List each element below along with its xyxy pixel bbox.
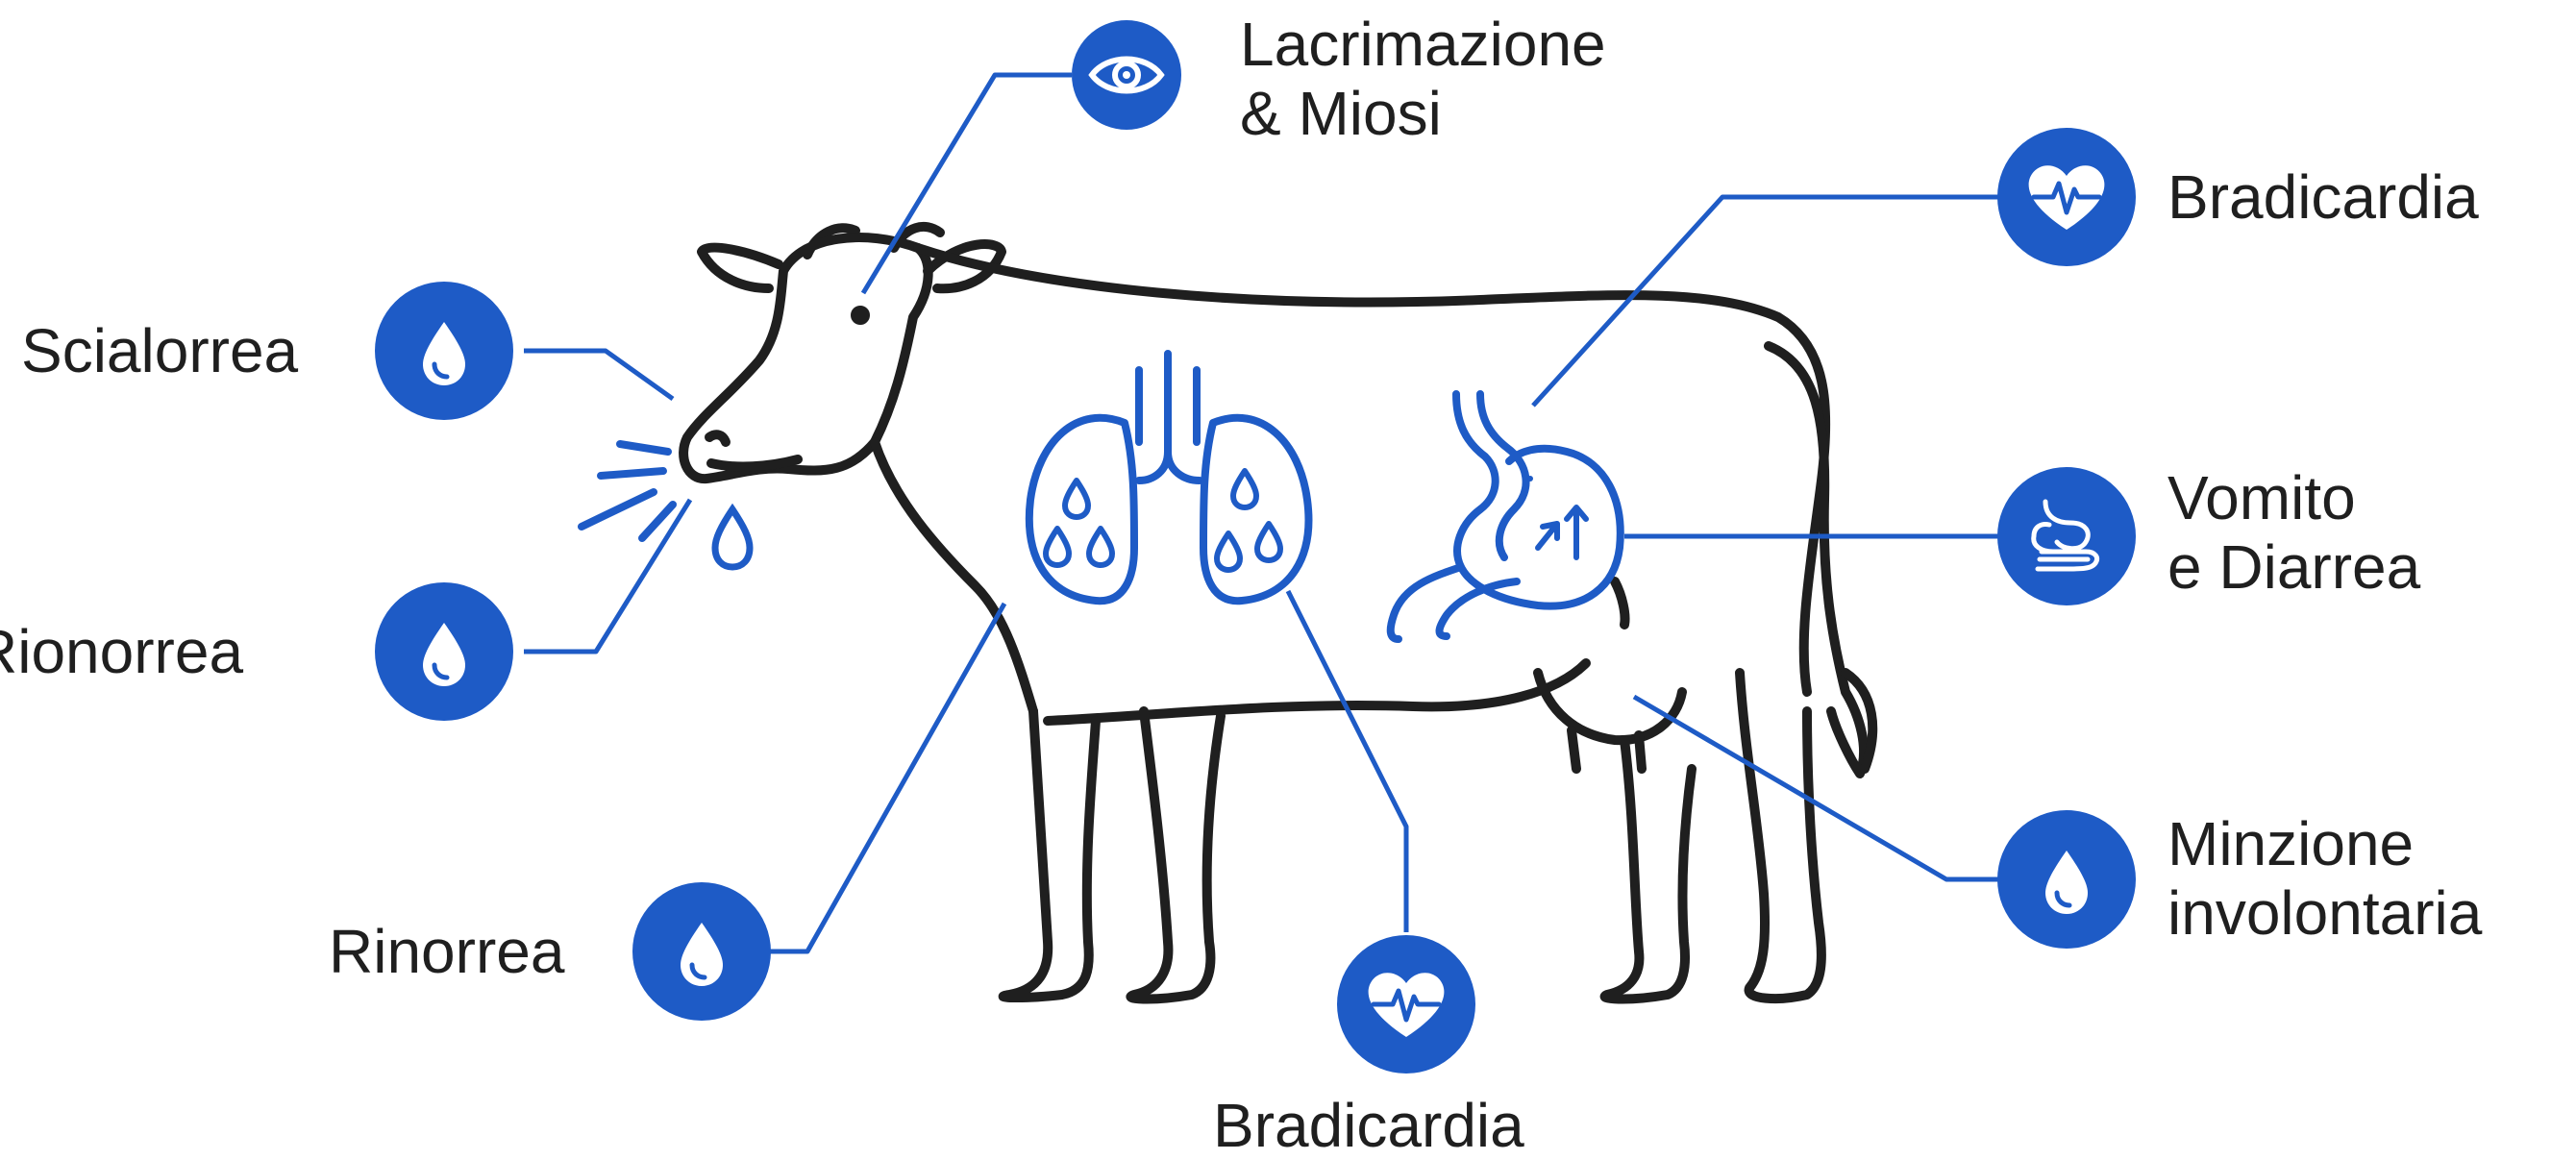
connector-lines [524,75,1999,951]
cow-front-leg-2 [1130,711,1221,1000]
label-line: & Miosi [1240,79,1606,148]
stomach-icon [1391,394,1621,639]
water-drop-icon [1997,810,2136,949]
label-bradicardia-top: Bradicardia [2167,162,2479,232]
cow-nostril [709,434,726,442]
connector-rinorrea [731,604,1004,951]
label-bradicardia-bottom: Bradicardia [1213,1091,1524,1160]
lung-drops [1046,471,1280,570]
label-rinorrea: Rinorrea [329,917,564,986]
cow-tail [1769,346,1864,774]
cow-eye [855,310,865,320]
cow-hind-leg-1 [1605,740,1692,1000]
label-vomito: Vomito e Diarrea [2167,463,2420,602]
cow-mouth [711,459,798,466]
lungs-icon [1029,354,1309,601]
water-drop-icon [375,282,513,420]
label-minzione: Minzione involontaria [2167,809,2482,948]
heart-pulse-icon [1997,128,2136,266]
label-line: Rionorrea [0,617,243,686]
connector-scialorrea [524,351,673,399]
cow-hind-leg-2 [1740,673,1821,999]
left-lung [1029,418,1134,601]
label-line: Rinorrea [329,917,564,986]
water-drop-icon [375,582,513,721]
label-line: Bradicardia [2167,162,2479,232]
label-line: Bradicardia [1213,1091,1524,1160]
water-drop-icon [632,882,771,1021]
saliva-drop [715,509,750,567]
eye-icon [1072,20,1181,130]
right-lung [1203,418,1308,601]
label-line: Lacrimazione [1240,10,1606,79]
connector-bradicardia-top [1533,197,1999,406]
label-line: Scialorrea [21,316,298,385]
label-line: Vomito [2167,463,2420,532]
cow-front-leg-1 [1003,711,1096,998]
intestine-icon [1997,467,2136,605]
label-line: e Diarrea [2167,532,2420,602]
label-line: Minzione [2167,809,2482,878]
cow-outline [683,227,1872,1000]
heart-pulse-icon [1337,935,1475,1074]
label-line: involontaria [2167,878,2482,948]
cow-left-ear [702,248,779,288]
cow-belly [1048,663,1586,721]
cow-neck [875,442,1033,711]
saliva-splash [582,444,673,538]
label-rionorrea: Rionorrea [0,617,243,686]
label-lacrimazione: Lacrimazione & Miosi [1240,10,1606,148]
connector-rionorrea [524,500,690,652]
label-scialorrea: Scialorrea [21,316,298,385]
cow-back [918,248,1825,692]
connector-bradicardia-bottom [1288,591,1406,932]
